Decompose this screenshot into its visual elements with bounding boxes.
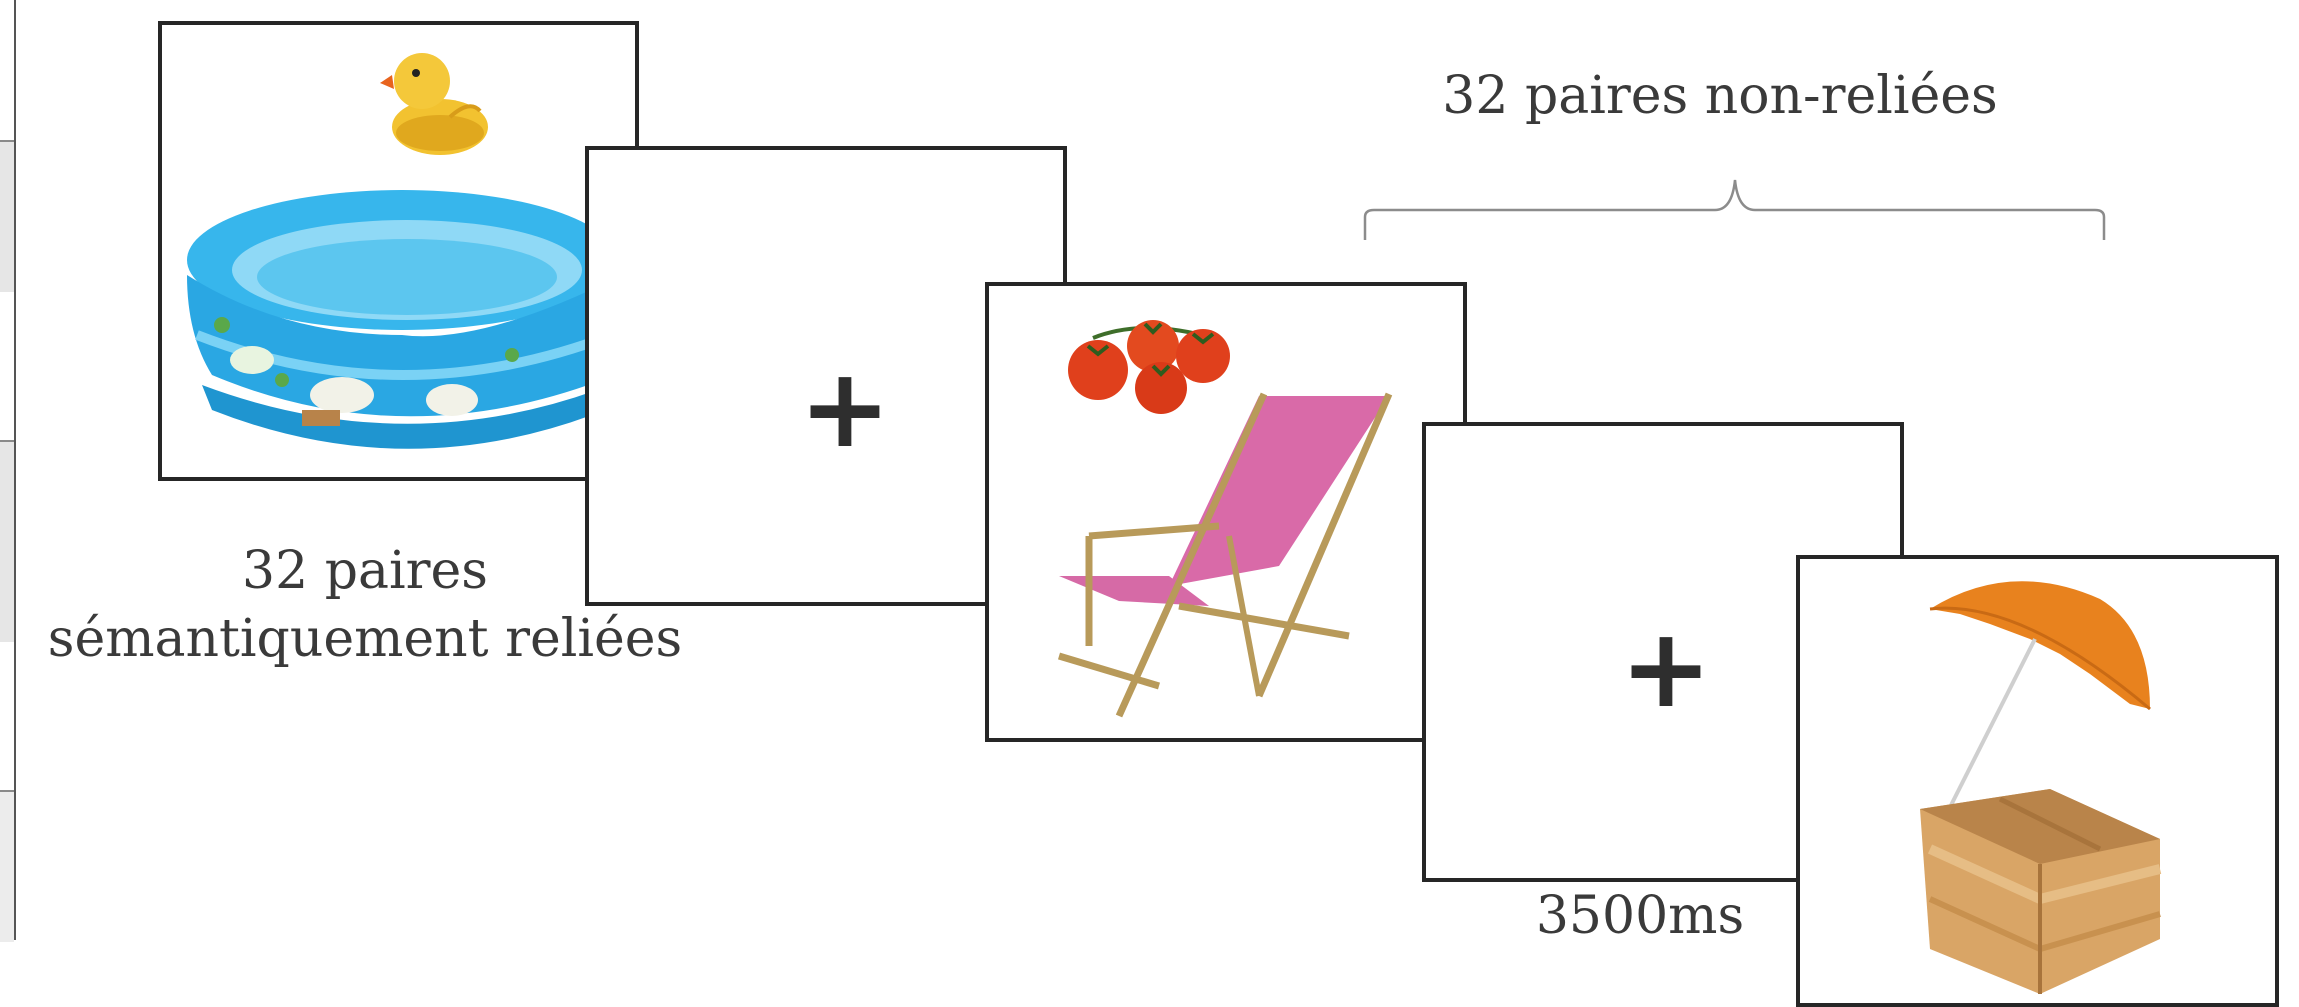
related-pairs-label: 32 paires sémantiquement reliées [45, 537, 685, 673]
deck-chair-icon [1057, 392, 1393, 718]
unrelated-pairs-label: 32 paires non-reliées [1442, 66, 1998, 126]
related-pairs-label-line1: 32 paires [242, 541, 488, 601]
fixation-cross: + [1619, 604, 1713, 732]
fixation-cross: + [798, 344, 892, 472]
wooden-crate-icon [1920, 789, 2162, 994]
tomatoes-icon [1068, 320, 1230, 414]
curly-brace [1363, 179, 2106, 240]
left-edge-table-fragment [0, 0, 16, 942]
trial-frame-unrelated-prime-target [985, 282, 1467, 742]
trial-frame-related-prime-target [158, 21, 639, 481]
parasol-icon [1929, 581, 2151, 828]
related-pairs-label-line2: sémantiquement reliées [47, 609, 683, 669]
inflatable-pool-icon [187, 190, 625, 449]
trial-frame-target [1796, 555, 2279, 1007]
rubber-duck-icon [380, 53, 488, 155]
duration-label: 3500ms [1535, 886, 1745, 946]
